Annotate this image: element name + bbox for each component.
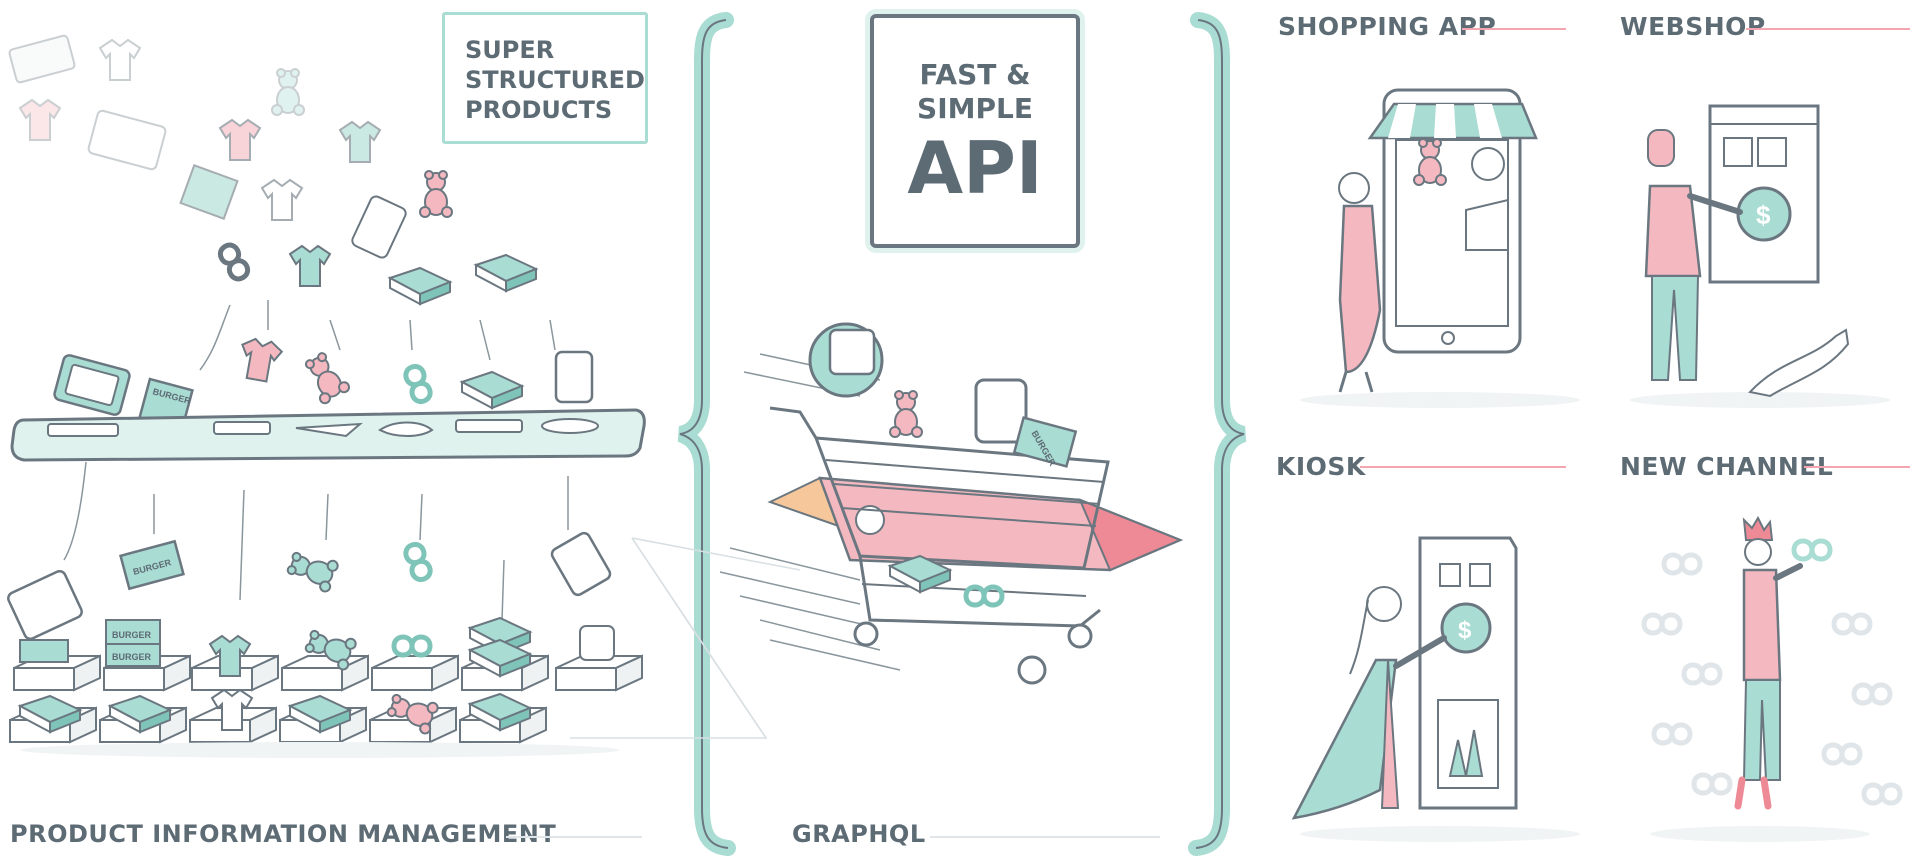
section-label-shopping-app: SHOPPING APP (1278, 12, 1497, 41)
pim-illustration: BURGER BURGER BURGER BURGER (7, 34, 646, 758)
pim-rule (506, 836, 642, 838)
graphql-rule (930, 836, 1160, 838)
shopping-app-rule (1462, 28, 1566, 30)
rocket-cart-illustration: BURGER (719, 322, 1184, 685)
connector-lines (570, 537, 801, 739)
new-channel-illustration (1644, 515, 1900, 842)
right-brace (1188, 12, 1247, 856)
dollar-icon: $ (1756, 200, 1771, 230)
structured-products-box: SUPER STRUCTURED PRODUCTS (442, 12, 648, 144)
kiosk-dollar-icon: $ (1458, 617, 1472, 644)
api-line-1: FAST & (919, 58, 1031, 91)
structured-line-1: SUPER (465, 36, 555, 64)
section-label-webshop: WEBSHOP (1620, 12, 1766, 41)
new-channel-rule (1804, 466, 1910, 468)
structured-line-2: STRUCTURED (465, 66, 645, 94)
section-label-new-channel: NEW CHANNEL (1620, 452, 1834, 481)
section-label-pim: PRODUCT INFORMATION MANAGEMENT (10, 820, 557, 848)
left-brace (677, 12, 736, 856)
fast-simple-api-box: FAST & SIMPLE API (870, 14, 1080, 248)
shopping-app-illustration (1300, 88, 1580, 408)
section-label-kiosk: KIOSK (1276, 452, 1366, 481)
webshop-rule (1746, 28, 1910, 30)
kiosk-rule (1360, 466, 1566, 468)
api-line-3: API (907, 126, 1043, 210)
webshop-illustration: $ (1630, 104, 1890, 408)
structured-line-3: PRODUCTS (465, 96, 613, 124)
api-line-2: SIMPLE (917, 92, 1033, 125)
burger-label-3: BURGER (112, 630, 152, 640)
burger-label-4: BURGER (112, 652, 152, 662)
section-label-graphql: GRAPHQL (792, 820, 926, 848)
kiosk-illustration: $ (1291, 536, 1580, 842)
